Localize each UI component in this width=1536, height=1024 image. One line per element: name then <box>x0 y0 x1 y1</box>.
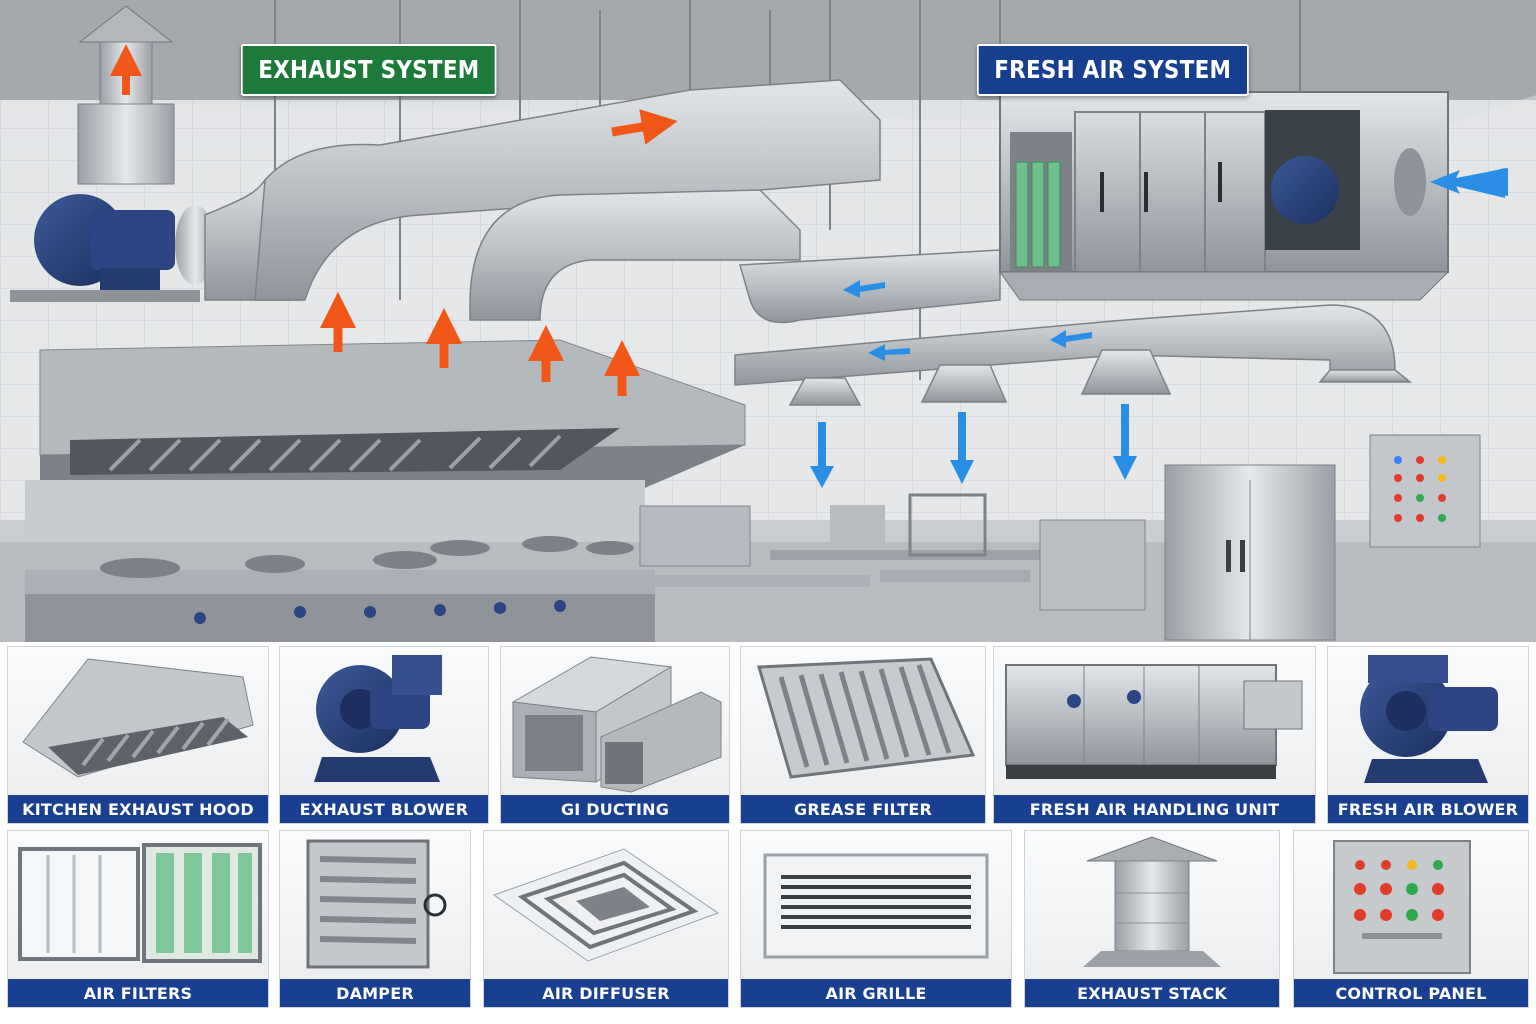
component-caption: AIR FILTERS <box>8 979 268 1007</box>
blower-icon <box>1328 647 1528 795</box>
component-tile-kitchen-exhaust-hood: KITCHEN EXHAUST HOOD <box>7 646 269 824</box>
component-tile-air-filters: AIR FILTERS <box>7 830 269 1008</box>
component-tile-damper: DAMPER <box>279 830 471 1008</box>
component-caption: FRESH AIR HANDLING UNIT <box>994 795 1315 823</box>
component-tile-exhaust-stack: EXHAUST STACK <box>1024 830 1280 1008</box>
duct-icon <box>501 647 729 795</box>
component-tile-exhaust-blower: EXHAUST BLOWER <box>279 646 489 824</box>
component-tile-fresh-air-blower: FRESH AIR BLOWER <box>1327 646 1529 824</box>
exhaust-hood-icon <box>39 339 746 490</box>
exhaust-hood-icon <box>8 647 268 795</box>
component-tile-air-diffuser: AIR DIFFUSER <box>483 830 729 1008</box>
component-tile-fresh-air-handling-unit: FRESH AIR HANDLING UNIT <box>993 646 1316 824</box>
exhaust-system-badge: EXHAUST SYSTEM <box>241 44 497 96</box>
component-tile-control-panel: CONTROL PANEL <box>1293 830 1529 1008</box>
component-tile-gi-ducting: GI DUCTING <box>500 646 730 824</box>
control-panel-icon <box>1369 434 1481 548</box>
component-caption: AIR DIFFUSER <box>484 979 728 1007</box>
air-handling-unit-icon <box>994 647 1315 795</box>
component-caption: AIR GRILLE <box>741 979 1011 1007</box>
component-caption: GI DUCTING <box>501 795 729 823</box>
air-filter-icon <box>8 831 268 979</box>
damper-icon <box>280 831 470 979</box>
kitchen-ventilation-scene: EXHAUST SYSTEM FRESH AIR SYSTEM <box>0 0 1536 642</box>
scene-illustration <box>0 0 1536 642</box>
component-caption: GREASE FILTER <box>741 795 985 823</box>
component-caption: EXHAUST STACK <box>1025 979 1279 1007</box>
component-tile-air-grille: AIR GRILLE <box>740 830 1012 1008</box>
grease-filter-icon <box>741 647 985 795</box>
component-caption: KITCHEN EXHAUST HOOD <box>8 795 268 823</box>
component-tile-grease-filter: GREASE FILTER <box>740 646 986 824</box>
component-caption: EXHAUST BLOWER <box>280 795 488 823</box>
component-caption: FRESH AIR BLOWER <box>1328 795 1528 823</box>
fresh-air-system-badge: FRESH AIR SYSTEM <box>977 44 1249 96</box>
component-caption: DAMPER <box>280 979 470 1007</box>
air-handling-unit-icon <box>999 91 1450 301</box>
blower-icon <box>10 194 215 302</box>
component-caption: CONTROL PANEL <box>1294 979 1528 1007</box>
grille-icon <box>741 831 1011 979</box>
blower-icon <box>280 647 488 795</box>
control-panel-icon <box>1294 831 1528 979</box>
diffuser-icon <box>484 831 728 979</box>
exhaust-stack-icon <box>1025 831 1279 979</box>
